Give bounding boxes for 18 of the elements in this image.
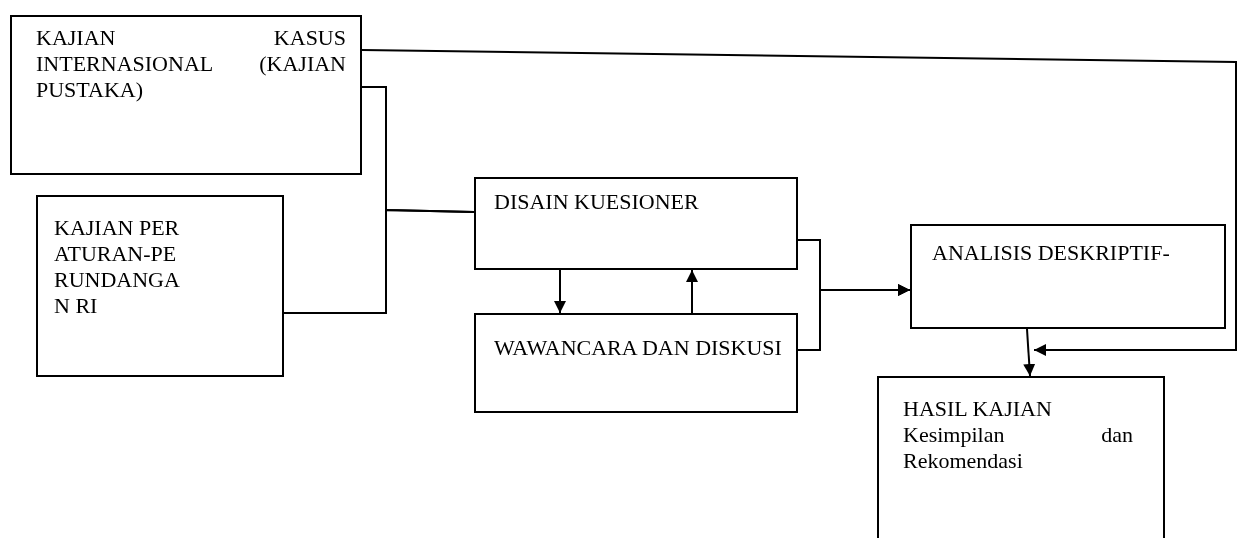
connector-arrow <box>797 284 911 351</box>
box-text: Kesimpilan dan Rekomendasi <box>903 422 1133 474</box>
process-box <box>910 224 1226 329</box>
box-text: KAJIAN PERATURAN-PERUNDANGAN RI <box>54 215 181 319</box>
box-text: KAJIAN KASUS INTERNASIONAL (KAJIAN PUSTAKA) <box>36 25 346 103</box>
process-box <box>474 177 798 270</box>
box-text: DISAIN KUESIONER <box>494 189 700 215</box>
connector-arrow <box>361 49 1237 356</box>
box-text: ANALISIS DESKRIPTIF- <box>932 240 1171 266</box>
process-box <box>474 313 798 413</box>
connector-arrow <box>554 269 566 314</box>
connector-arrow <box>686 269 698 314</box>
box-text: HASIL KAJIAN <box>903 396 1053 422</box>
process-box <box>877 376 1165 538</box>
box-text: WAWANCARA DAN DISKUSI <box>494 335 783 361</box>
process-box <box>10 15 362 175</box>
connector-arrow <box>1023 328 1036 377</box>
process-box <box>36 195 284 377</box>
